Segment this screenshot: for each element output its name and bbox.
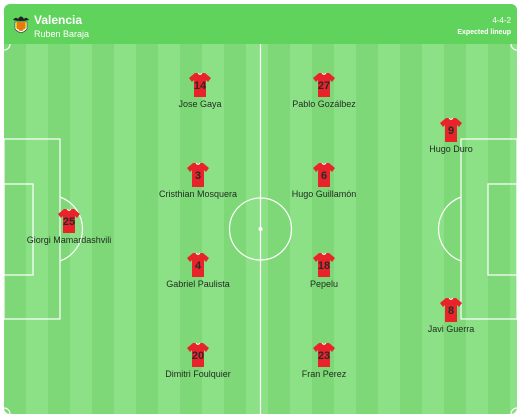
shirt-number: 6 [320,170,328,182]
team-name: Valencia [34,13,83,27]
shirt-number: 25 [62,216,76,228]
shirt-number: 18 [317,260,331,272]
player-df-2[interactable]: 3 Cristhian Mosquera [138,162,258,206]
jersey-icon [189,72,211,97]
jersey-icon [313,162,335,187]
player-mf-4[interactable]: 23 Fran Perez [264,342,384,386]
coach-name: Ruben Baraja [34,29,90,39]
player-df-1[interactable]: 14 Jose Gaya [140,72,260,116]
shirt-number: 8 [447,305,455,317]
jersey-icon [440,297,462,322]
player-name: Hugo Duro [429,144,473,154]
player-mf-2[interactable]: 6 Hugo Guillamón [264,162,384,206]
valencia-bat-crest-icon [13,16,29,33]
player-name: Gabriel Paulista [166,279,230,289]
player-name: Cristhian Mosquera [158,189,238,199]
shirt-number: 20 [191,350,205,362]
player-name: Pablo Gozálbez [292,99,356,109]
player-name: Hugo Guillamón [291,189,357,199]
player-name: Javi Guerra [427,324,475,334]
football-pitch: 25 Giorgi Mamardashvili 14 Jose Gaya 3 C… [4,44,517,414]
jersey-icon [440,117,462,142]
player-name: Giorgi Mamardashvili [26,235,112,245]
player-fw-2[interactable]: 8 Javi Guerra [391,297,511,341]
pitch-markings [4,44,517,414]
player-df-3[interactable]: 4 Gabriel Paulista [138,252,258,296]
player-name: Jose Gaya [178,99,222,109]
player-name: Dimitri Foulquier [165,369,231,379]
formation-label: 4-4-2 [492,16,511,25]
player-df-4[interactable]: 20 Dimitri Foulquier [138,342,258,386]
jersey-icon [313,342,335,367]
team-header: Valencia Ruben Baraja 4-4-2 Expected lin… [4,4,517,44]
player-mf-3[interactable]: 18 Pepelu [264,252,384,296]
jersey-icon [313,72,335,97]
player-gk[interactable]: 25 Giorgi Mamardashvili [9,208,129,252]
player-mf-1[interactable]: 27 Pablo Gozálbez [264,72,384,116]
jersey-icon [58,208,80,233]
shirt-number: 3 [194,170,202,182]
player-name: Pepelu [309,279,339,289]
shirt-number: 9 [447,125,455,137]
jersey-icon [313,252,335,277]
shirt-number: 14 [193,80,207,92]
player-fw-1[interactable]: 9 Hugo Duro [391,117,511,161]
jersey-icon [187,252,209,277]
player-name: Fran Perez [301,369,347,379]
shirt-number: 27 [317,80,331,92]
shirt-number: 23 [317,350,331,362]
shirt-number: 4 [194,260,202,272]
lineup-status-label: Expected lineup [457,29,511,36]
jersey-icon [187,342,209,367]
jersey-icon [187,162,209,187]
